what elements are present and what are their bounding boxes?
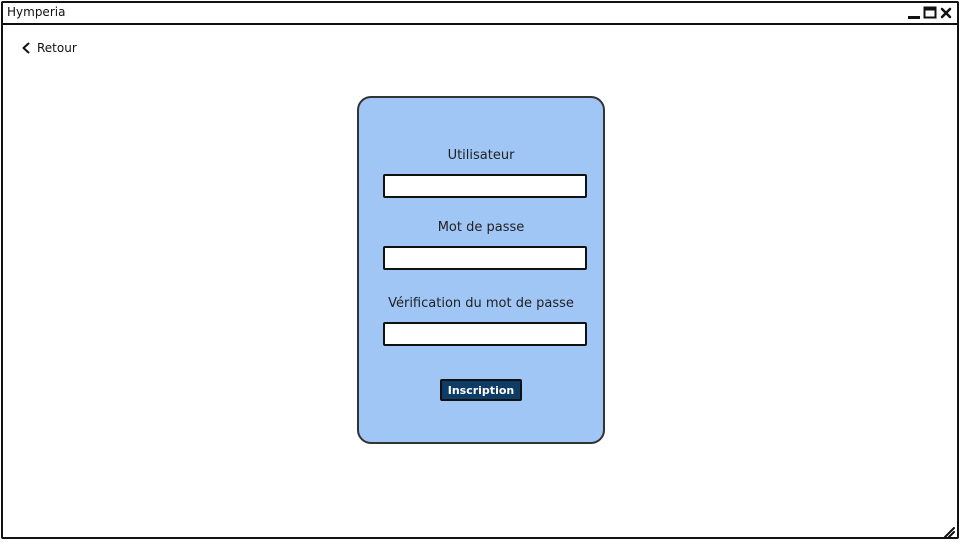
username-label: Utilisateur xyxy=(447,148,515,163)
username-input[interactable] xyxy=(383,174,587,198)
password-label: Mot de passe xyxy=(437,220,525,235)
chevron-left-icon xyxy=(21,42,31,54)
title-bar: Hymperia xyxy=(3,3,957,25)
password-input[interactable] xyxy=(383,246,587,270)
back-link[interactable]: Retour xyxy=(21,41,77,55)
back-label: Retour xyxy=(37,41,77,55)
window-controls xyxy=(907,5,953,21)
maximize-icon[interactable] xyxy=(923,6,937,20)
window-title: Hymperia xyxy=(7,5,66,19)
resize-grip-icon[interactable] xyxy=(943,523,955,538)
password-confirm-input[interactable] xyxy=(383,322,587,346)
close-icon[interactable] xyxy=(939,6,953,20)
signup-form-card: Utilisateur Mot de passe Vérification du… xyxy=(357,96,605,444)
signup-button[interactable]: Inscription xyxy=(440,379,522,401)
password-confirm-label: Vérification du mot de passe xyxy=(388,296,574,311)
minimize-icon[interactable] xyxy=(907,6,921,20)
